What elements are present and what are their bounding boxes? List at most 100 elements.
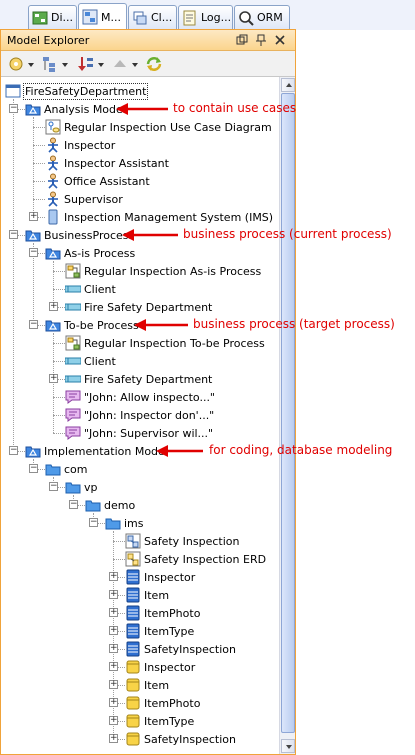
collapse-icon[interactable]: − bbox=[89, 517, 98, 527]
expand-icon[interactable]: + bbox=[109, 571, 118, 581]
tree-node-pool[interactable]: Client bbox=[64, 280, 117, 298]
tree-node-entity[interactable]: Item bbox=[125, 676, 170, 694]
collapse-icon[interactable]: − bbox=[29, 247, 38, 257]
annotation-arrow bbox=[116, 103, 168, 115]
tree-node-comment[interactable]: "John: Supervisor wil..." bbox=[65, 424, 214, 442]
tree-node-actor[interactable]: Office Assistant bbox=[45, 172, 151, 190]
tree-node-package[interactable]: com bbox=[45, 460, 89, 478]
tree-node-class-diagram[interactable]: Safety Inspection bbox=[125, 532, 241, 550]
tree-node-label: demo bbox=[104, 498, 136, 512]
tree-node-erd[interactable]: Safety Inspection ERD bbox=[125, 550, 267, 568]
collapse-icon[interactable]: − bbox=[9, 445, 18, 455]
expand-icon[interactable]: + bbox=[109, 589, 118, 599]
expand-icon[interactable]: + bbox=[109, 697, 118, 707]
scroll-up-button[interactable] bbox=[281, 78, 295, 92]
entity-icon bbox=[125, 677, 141, 693]
close-icon[interactable] bbox=[273, 33, 287, 47]
tree-node-entity[interactable]: SafetyInspection bbox=[125, 730, 237, 748]
tab-log[interactable]: Log... bbox=[178, 5, 233, 29]
expand-icon[interactable]: + bbox=[109, 715, 118, 725]
collapse-icon[interactable]: − bbox=[29, 319, 38, 329]
comment-icon bbox=[65, 389, 81, 405]
pool-icon bbox=[64, 353, 82, 369]
tab-orm[interactable]: ORM bbox=[234, 5, 290, 29]
actor-icon bbox=[45, 137, 61, 153]
pool-icon bbox=[64, 371, 82, 387]
restore-icon[interactable] bbox=[235, 33, 249, 47]
pin-icon[interactable] bbox=[254, 33, 268, 47]
tree-node-project[interactable]: FireSafetyDepartment bbox=[5, 82, 149, 100]
tree-node-entity[interactable]: ItemPhoto bbox=[125, 694, 201, 712]
scroll-thumb[interactable] bbox=[281, 93, 295, 733]
tree-node-as-is-process[interactable]: As-is Process bbox=[45, 244, 136, 262]
tree-node-class[interactable]: Item bbox=[125, 586, 170, 604]
tree-node-label: SafetyInspection bbox=[144, 642, 237, 656]
new-model-icon[interactable] bbox=[7, 55, 25, 73]
tree-node-class[interactable]: SafetyInspection bbox=[125, 640, 237, 658]
tree-node-class[interactable]: ItemType bbox=[125, 622, 195, 640]
collapse-icon[interactable]: − bbox=[49, 481, 58, 491]
sort-icon[interactable] bbox=[77, 55, 95, 73]
tree-node-label: Fire Safety Department bbox=[84, 300, 213, 314]
new-model-dropdown-icon[interactable] bbox=[28, 63, 34, 67]
tree-node-class[interactable]: Inspector bbox=[125, 568, 196, 586]
sort-dropdown-icon[interactable] bbox=[98, 63, 104, 67]
expand-icon[interactable]: + bbox=[109, 607, 118, 617]
expand-icon[interactable]: + bbox=[109, 625, 118, 635]
tree-node-label: "John: Allow inspecto..." bbox=[84, 390, 215, 404]
up-icon[interactable] bbox=[111, 55, 129, 73]
scroll-down-button[interactable] bbox=[281, 739, 295, 753]
tree-node-class[interactable]: ItemPhoto bbox=[125, 604, 201, 622]
class-icon bbox=[125, 587, 141, 603]
expand-icon[interactable]: + bbox=[29, 211, 38, 221]
tree-node-to-be-process[interactable]: To-be Process bbox=[45, 316, 140, 334]
tree-structure-icon[interactable] bbox=[41, 55, 59, 73]
tab-model-explorer[interactable]: M... bbox=[78, 3, 127, 30]
refresh-icon[interactable] bbox=[145, 55, 163, 73]
tree-node-bpd-diagram[interactable]: Regular Inspection To-be Process bbox=[65, 334, 266, 352]
tree-node-pool[interactable]: Fire Safety Department bbox=[64, 370, 213, 388]
tree-node-label: Inspection Management System (IMS) bbox=[64, 210, 274, 224]
tree-connector bbox=[113, 721, 125, 722]
tree-node-business-process[interactable]: BusinessProcess bbox=[25, 226, 135, 244]
tree-node-comment[interactable]: "John: Allow inspecto..." bbox=[65, 388, 216, 406]
expand-icon[interactable]: + bbox=[109, 643, 118, 653]
expand-icon[interactable]: + bbox=[109, 679, 118, 689]
tab-diagram-navigator[interactable]: Di... bbox=[28, 5, 77, 29]
tree-node-bpd-diagram[interactable]: Regular Inspection As-is Process bbox=[65, 262, 262, 280]
tree-node-comment[interactable]: "John: Inspector don'..." bbox=[65, 406, 215, 424]
tree-node-package[interactable]: ims bbox=[105, 514, 145, 532]
tree-structure-dropdown-icon[interactable] bbox=[62, 63, 68, 67]
tree-node-analysis-model[interactable]: Analysis Model bbox=[25, 100, 127, 118]
expand-icon[interactable]: + bbox=[109, 661, 118, 671]
tree-scrollbar[interactable] bbox=[279, 77, 295, 754]
tree-connector bbox=[113, 613, 125, 614]
tree-node-actor[interactable]: Supervisor bbox=[45, 190, 124, 208]
tree-node-label: ItemType bbox=[144, 714, 195, 728]
tree-node-pool[interactable]: Client bbox=[64, 352, 117, 370]
up-dropdown-icon[interactable] bbox=[132, 63, 138, 67]
tree-node-actor[interactable]: Inspector bbox=[45, 136, 116, 154]
tree-connector bbox=[33, 243, 34, 325]
tree-node-package[interactable]: vp bbox=[65, 478, 99, 496]
tab-label: Di... bbox=[51, 11, 74, 24]
collapse-icon[interactable]: − bbox=[9, 229, 18, 239]
collapse-icon[interactable]: − bbox=[29, 463, 38, 473]
tree-node-entity[interactable]: ItemType bbox=[125, 712, 195, 730]
collapse-icon[interactable]: − bbox=[69, 499, 78, 509]
tree-node-actor[interactable]: Inspector Assistant bbox=[45, 154, 170, 172]
expand-icon[interactable]: + bbox=[109, 733, 118, 743]
tree-node-pool[interactable]: Fire Safety Department bbox=[64, 298, 213, 316]
tree-connector bbox=[53, 333, 54, 433]
expand-icon[interactable]: + bbox=[49, 373, 58, 383]
tree-node-implementation-model[interactable]: Implementation Model bbox=[25, 442, 169, 460]
tab-class-repository[interactable]: Cl... bbox=[128, 5, 177, 29]
expand-icon[interactable]: + bbox=[49, 301, 58, 311]
tree-node-system[interactable]: Inspection Management System (IMS) bbox=[45, 208, 274, 226]
tree-node-use-case-diagram[interactable]: Regular Inspection Use Case Diagram bbox=[45, 118, 273, 136]
tree-node-package[interactable]: demo bbox=[85, 496, 136, 514]
collapse-icon[interactable]: − bbox=[9, 103, 18, 113]
entity-icon bbox=[125, 713, 141, 729]
tree-node-entity[interactable]: Inspector bbox=[125, 658, 196, 676]
